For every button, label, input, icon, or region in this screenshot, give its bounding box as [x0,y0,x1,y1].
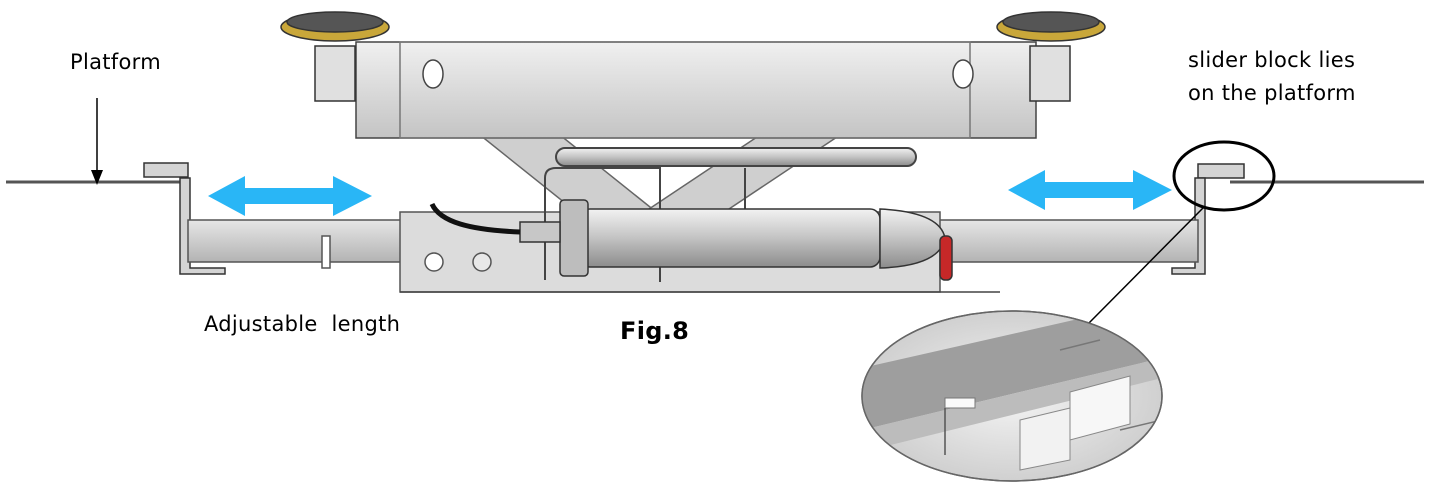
slider-block-label-line1: slider block lies [1188,48,1356,72]
handle-frame [544,147,917,282]
slider-block-label-line2: on the platform [1188,80,1356,105]
top-plate [355,41,1037,139]
platform-pointer-arrow [91,98,103,185]
callout-circle [1085,140,1276,327]
slider-block-label: slider block lies on the platform [1188,44,1356,109]
figure-number: Fig.8 [620,317,690,345]
adjustable-length-label: Adjustable length [204,312,401,336]
adjust-arrow-right [1008,170,1172,210]
hydraulic-cylinder [429,199,953,281]
platform-label: Platform [70,50,161,74]
lift-pad-left [280,11,390,102]
lift-pad-right [996,11,1106,102]
zoom-inset [861,310,1163,482]
adjust-arrow-left [208,176,372,216]
